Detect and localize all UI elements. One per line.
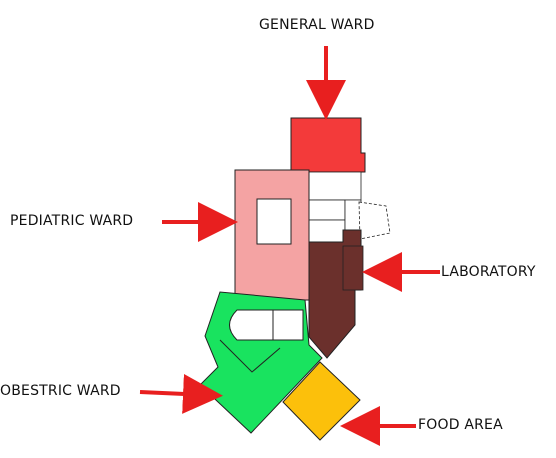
laboratory-annex [342,245,364,291]
pediatric-ward-label: PEDIATRIC WARD [10,213,134,229]
general-ward-block [290,117,366,173]
laboratory-label: LABORATORY [441,264,536,280]
obestric-ward-arrow [139,373,223,414]
obestric-ward-small-room [272,309,304,341]
food-area-block [282,361,361,441]
general-ward-label: GENERAL WARD [259,17,375,33]
food-area-label: FOOD AREA [418,417,503,433]
pediatric-ward-courtyard [256,198,292,245]
obestric-ward-divider [219,339,281,373]
obestric-ward-label: OBESTRIC WARD [0,383,121,399]
obestric-ward-white-room [229,309,274,341]
white-rooms [308,171,391,243]
